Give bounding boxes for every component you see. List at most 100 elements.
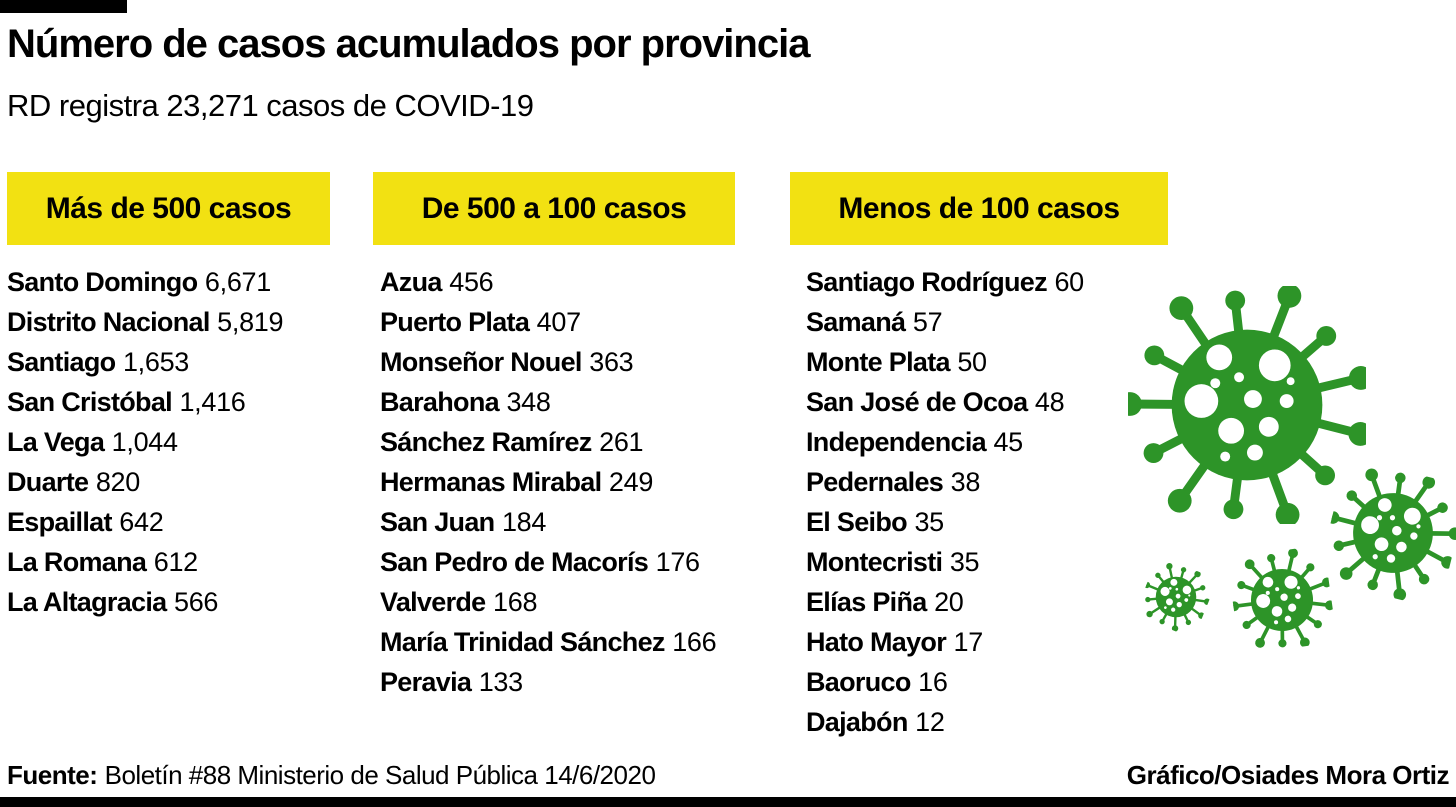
province-name: Valverde: [380, 587, 486, 617]
province-value: 1,044: [111, 427, 178, 457]
category-header: De 500 a 100 casos: [373, 172, 735, 245]
province-row: Monte Plata 50: [806, 342, 1168, 382]
province-value: 642: [119, 507, 164, 537]
province-value: 17: [953, 627, 984, 657]
province-row: La Altagracia 566: [7, 582, 330, 622]
province-row: Peravia 133: [380, 662, 735, 702]
province-row: Distrito Nacional 5,819: [7, 302, 330, 342]
province-value: 168: [493, 587, 538, 617]
province-row: Sánchez Ramírez 261: [380, 422, 735, 462]
province-name: Peravia: [380, 667, 472, 697]
province-value: 166: [672, 627, 717, 657]
province-row: Azua 456: [380, 262, 735, 302]
province-value: 363: [589, 347, 634, 377]
virus-icon-tiny: [1143, 563, 1211, 632]
province-name: Hermanas Mirabal: [380, 467, 602, 497]
province-value: 456: [449, 267, 494, 297]
province-value: 16: [918, 667, 948, 697]
province-value: 57: [912, 307, 943, 337]
province-value: 60: [1054, 267, 1084, 297]
province-name: Elías Piña: [806, 587, 927, 617]
province-name: Santiago Rodríguez: [806, 267, 1048, 297]
province-value: 133: [478, 667, 523, 697]
province-value: 820: [95, 467, 140, 497]
province-name: Puerto Plata: [380, 307, 530, 337]
province-row: María Trinidad Sánchez 166: [380, 622, 735, 662]
credit-line: Gráfico/Osiades Mora Ortiz: [1126, 760, 1450, 790]
province-value: 12: [915, 707, 945, 737]
province-name: Pedernales: [806, 467, 944, 497]
province-value: 35: [949, 547, 980, 577]
virus-icon-medium: [1326, 468, 1456, 601]
province-row: La Romana 612: [7, 542, 330, 582]
province-row: Monseñor Nouel 363: [380, 342, 735, 382]
province-name: Hato Mayor: [806, 627, 947, 657]
province-name: Distrito Nacional: [7, 307, 210, 337]
province-row: San José de Ocoa 48: [806, 382, 1168, 422]
province-name: Santiago: [7, 347, 116, 377]
category-header: Más de 500 casos: [7, 172, 330, 245]
province-name: Sánchez Ramírez: [380, 427, 592, 457]
province-row: Hermanas Mirabal 249: [380, 462, 735, 502]
province-row: Montecristi 35: [806, 542, 1168, 582]
province-value: 6,671: [204, 267, 271, 297]
province-row: Santiago 1,653: [7, 342, 330, 382]
province-row: Duarte 820: [7, 462, 330, 502]
province-row: Espaillat 642: [7, 502, 330, 542]
virus-icon-large: [1128, 286, 1366, 524]
province-name: Independencia: [806, 427, 987, 457]
province-name: San Pedro de Macorís: [380, 547, 649, 577]
province-value: 612: [153, 547, 198, 577]
province-value: 48: [1034, 387, 1065, 417]
source-line: Fuente: Boletín #88 Ministerio de Salud …: [7, 760, 656, 791]
source-label: Fuente:: [7, 760, 98, 790]
province-row: Elías Piña 20: [806, 582, 1168, 622]
province-row: Santo Domingo 6,671: [7, 262, 330, 302]
province-row: Barahona 348: [380, 382, 735, 422]
province-value: 5,819: [217, 307, 284, 337]
province-row: Puerto Plata 407: [380, 302, 735, 342]
province-row: Dajabón 12: [806, 702, 1168, 742]
province-value: 249: [608, 467, 654, 497]
province-value: 184: [501, 507, 547, 537]
province-name: San Cristóbal: [7, 387, 173, 417]
province-name: San José de Ocoa: [806, 387, 1028, 417]
province-value: 20: [934, 587, 964, 617]
province-name: María Trinidad Sánchez: [380, 627, 665, 657]
page-subtitle: RD registra 23,271 casos de COVID-19: [7, 88, 534, 123]
province-value: 348: [506, 387, 551, 417]
province-name: Monte Plata: [806, 347, 951, 377]
province-name: Monseñor Nouel: [380, 347, 582, 377]
province-row: Valverde 168: [380, 582, 735, 622]
province-row: San Juan 184: [380, 502, 735, 542]
province-name: Azua: [380, 267, 442, 297]
province-row: San Pedro de Macorís 176: [380, 542, 735, 582]
province-value: 38: [950, 467, 981, 497]
province-row: Samaná 57: [806, 302, 1168, 342]
province-name: Samaná: [806, 307, 906, 337]
province-row: Independencia 45: [806, 422, 1168, 462]
page-title: Número de casos acumulados por provincia: [7, 22, 810, 66]
province-value: 50: [957, 347, 987, 377]
province-name: Baoruco: [806, 667, 911, 697]
category-header: Menos de 100 casos: [790, 172, 1168, 245]
province-value: 45: [993, 427, 1023, 457]
province-name: Espaillat: [7, 507, 112, 537]
province-row: Baoruco 16: [806, 662, 1168, 702]
province-name: El Seibo: [806, 507, 908, 537]
virus-icon-small: [1229, 548, 1335, 648]
province-value: 261: [599, 427, 644, 457]
province-name: La Altagracia: [7, 587, 167, 617]
province-row: La Vega 1,044: [7, 422, 330, 462]
province-row: El Seibo 35: [806, 502, 1168, 542]
top-black-bar: [0, 0, 127, 13]
province-value: 1,416: [179, 387, 246, 417]
source-text: Boletín #88 Ministerio de Salud Pública …: [104, 760, 656, 790]
